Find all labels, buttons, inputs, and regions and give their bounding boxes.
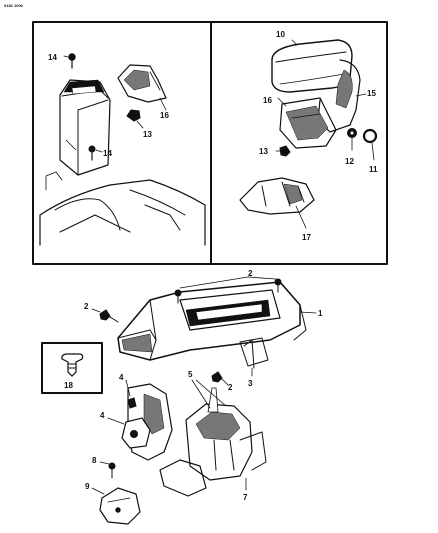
callout-10: 10 bbox=[276, 30, 285, 39]
inset-panel-right: 10 15 16 12 11 13 17 bbox=[210, 21, 388, 265]
inset-panel-left: 14 16 13 14 bbox=[32, 21, 212, 265]
callout-15: 15 bbox=[367, 89, 376, 98]
diagram-code: 0182 1000 bbox=[4, 3, 24, 8]
callout-5: 5 bbox=[188, 370, 193, 379]
main-exploded-view: 1 2 2 2 3 18 4 4 bbox=[41, 269, 323, 525]
callout-4-top: 4 bbox=[119, 373, 124, 382]
callout-1: 1 bbox=[318, 309, 323, 318]
callout-18: 18 bbox=[64, 381, 73, 390]
callout-16-left: 16 bbox=[160, 111, 169, 120]
callout-9: 9 bbox=[85, 482, 90, 491]
callout-13-left: 13 bbox=[143, 130, 152, 139]
callout-11: 11 bbox=[369, 165, 378, 174]
callout-7: 7 bbox=[243, 493, 248, 502]
callout-12: 12 bbox=[345, 157, 354, 166]
callout-2-top: 2 bbox=[248, 269, 253, 278]
callout-14-top: 14 bbox=[48, 53, 57, 62]
callout-4-side: 4 bbox=[100, 411, 105, 420]
callout-8: 8 bbox=[92, 456, 97, 465]
callout-14-lower: 14 bbox=[103, 149, 112, 158]
callout-17: 17 bbox=[302, 233, 311, 242]
callout-2-lower: 2 bbox=[228, 383, 233, 392]
callout-13-right: 13 bbox=[259, 147, 268, 156]
clip-inset-box bbox=[41, 342, 103, 394]
callout-2-left: 2 bbox=[84, 302, 89, 311]
callout-16-right: 16 bbox=[263, 96, 272, 105]
callout-3: 3 bbox=[248, 379, 253, 388]
